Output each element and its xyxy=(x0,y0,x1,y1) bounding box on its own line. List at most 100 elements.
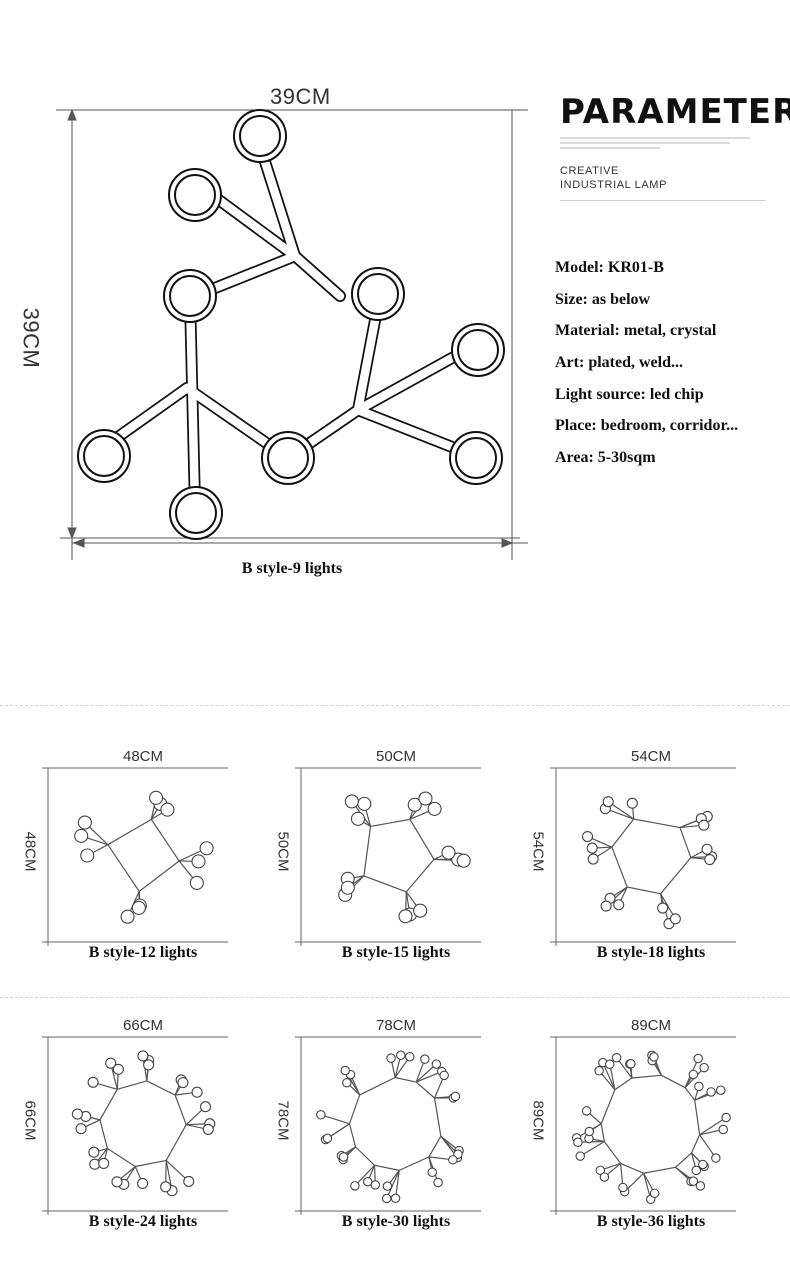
light-ring xyxy=(418,791,433,806)
light-ring xyxy=(420,1054,430,1064)
lamp-arm xyxy=(138,860,180,892)
spec-light-source: Light source: led chip xyxy=(555,385,704,403)
lamp-arm xyxy=(359,1076,396,1096)
section-divider xyxy=(0,997,790,998)
light-ring xyxy=(340,1065,350,1076)
light-ring xyxy=(594,1066,604,1076)
light-ring xyxy=(344,794,359,809)
parameter-title: PARAMETER xyxy=(560,92,790,132)
variant-lamp-drawing xyxy=(42,1036,228,1215)
variant-caption: B style-15 lights xyxy=(341,944,451,961)
lamp-arm xyxy=(614,1077,633,1091)
lamp-arm xyxy=(165,1124,187,1161)
variant-width-label: 54CM xyxy=(630,748,671,765)
main-caption: B style-9 lights xyxy=(241,560,343,577)
light-ring xyxy=(316,1110,326,1120)
variant-lamp-drawing xyxy=(295,1036,481,1215)
variant-30-lights: 78CM 78CM B style-30 lights xyxy=(275,1017,511,1247)
light-ring xyxy=(611,1052,622,1063)
light-ring xyxy=(695,1181,706,1191)
lamp-arm xyxy=(415,1081,435,1099)
light-ring xyxy=(137,1177,149,1189)
light-ring xyxy=(704,854,716,866)
main-lamp-figure: 39CM 39CM B style-9 lights xyxy=(18,80,540,580)
light-ring xyxy=(382,1181,393,1191)
spec-list: Model: KR01-B Size: as below Material: m… xyxy=(555,260,785,482)
lamp-arm xyxy=(99,1119,109,1149)
light-ring xyxy=(581,1106,592,1116)
light-ring xyxy=(75,1123,87,1135)
variant-lamp-drawing xyxy=(550,767,736,946)
lamp-arm xyxy=(374,1164,400,1171)
variant-width-label: 48CM xyxy=(122,748,163,765)
light-ring xyxy=(698,819,710,831)
light-ring xyxy=(199,1101,212,1113)
light-ring xyxy=(191,854,206,869)
light-ring xyxy=(450,1091,461,1102)
lamp-arm xyxy=(660,857,692,895)
lamp-arm xyxy=(99,1089,118,1121)
lamp-arm xyxy=(348,1123,357,1148)
light-ring xyxy=(600,900,612,912)
lamp-arm xyxy=(643,1166,676,1174)
light-ring xyxy=(160,802,175,817)
light-ring xyxy=(439,1070,449,1081)
lamp-arm xyxy=(174,1094,187,1125)
light-ring xyxy=(448,1155,458,1165)
light-ring xyxy=(398,909,413,924)
variant-12-lights: 48CM 48CM B style-12 lights xyxy=(22,748,258,978)
light-ring xyxy=(189,875,204,890)
section-divider xyxy=(0,705,790,706)
variant-width-label: 50CM xyxy=(375,748,416,765)
variant-caption: B style-18 lights xyxy=(596,944,706,961)
light-ring xyxy=(405,1051,415,1062)
variant-width-label: 66CM xyxy=(122,1017,163,1034)
main-height-label: 39CM xyxy=(18,307,44,369)
lamp-arm xyxy=(602,1062,616,1090)
light-ring xyxy=(587,853,599,865)
lamp-arm xyxy=(611,818,635,848)
light-ring xyxy=(105,1057,117,1069)
variant-lamp-drawing xyxy=(42,767,228,946)
light-ring xyxy=(77,815,92,830)
lamp-arm xyxy=(600,1123,605,1142)
variant-caption: B style-30 lights xyxy=(341,1213,451,1230)
variant-lamp-drawing xyxy=(295,767,481,946)
light-ring xyxy=(112,1063,124,1075)
lamp-arm xyxy=(428,1135,442,1158)
light-ring xyxy=(390,1193,401,1204)
spec-model: Model: KR01-B xyxy=(555,259,664,276)
lamp-arm xyxy=(386,1170,400,1199)
lamp-arm xyxy=(409,819,435,860)
spec-place: Place: bedroom, corridor... xyxy=(555,417,739,435)
variant-width-label: 78CM xyxy=(375,1017,416,1034)
light-ring xyxy=(80,848,95,863)
light-ring xyxy=(338,1152,349,1162)
light-ring xyxy=(691,1165,701,1176)
light-ring xyxy=(199,841,214,856)
light-ring xyxy=(575,1151,585,1161)
light-ring xyxy=(718,1124,728,1135)
light-ring xyxy=(427,801,442,816)
light-ring xyxy=(120,909,135,924)
lamp-arm xyxy=(394,1076,417,1083)
light-ring xyxy=(433,1177,443,1188)
lamp-arm xyxy=(135,1159,167,1168)
light-ring xyxy=(649,1052,659,1062)
light-ring xyxy=(649,1188,660,1199)
lamp-arm xyxy=(611,846,628,888)
light-ring xyxy=(386,1053,396,1063)
parameter-subtitle: CREATIVE INDUSTRIAL LAMP xyxy=(560,164,770,192)
light-ring xyxy=(350,1181,360,1191)
light-ring xyxy=(595,1165,606,1176)
light-ring xyxy=(202,1123,214,1135)
lamp-arm xyxy=(620,1162,644,1174)
light-ring xyxy=(413,903,428,918)
light-ring xyxy=(711,1153,721,1163)
light-ring xyxy=(342,1077,352,1088)
light-ring xyxy=(87,1076,99,1088)
light-ring xyxy=(149,790,164,805)
variant-18-lights: 54CM 54CM B style-18 lights xyxy=(530,748,766,978)
main-width-label: 39CM xyxy=(270,84,331,109)
light-ring xyxy=(698,1159,708,1170)
